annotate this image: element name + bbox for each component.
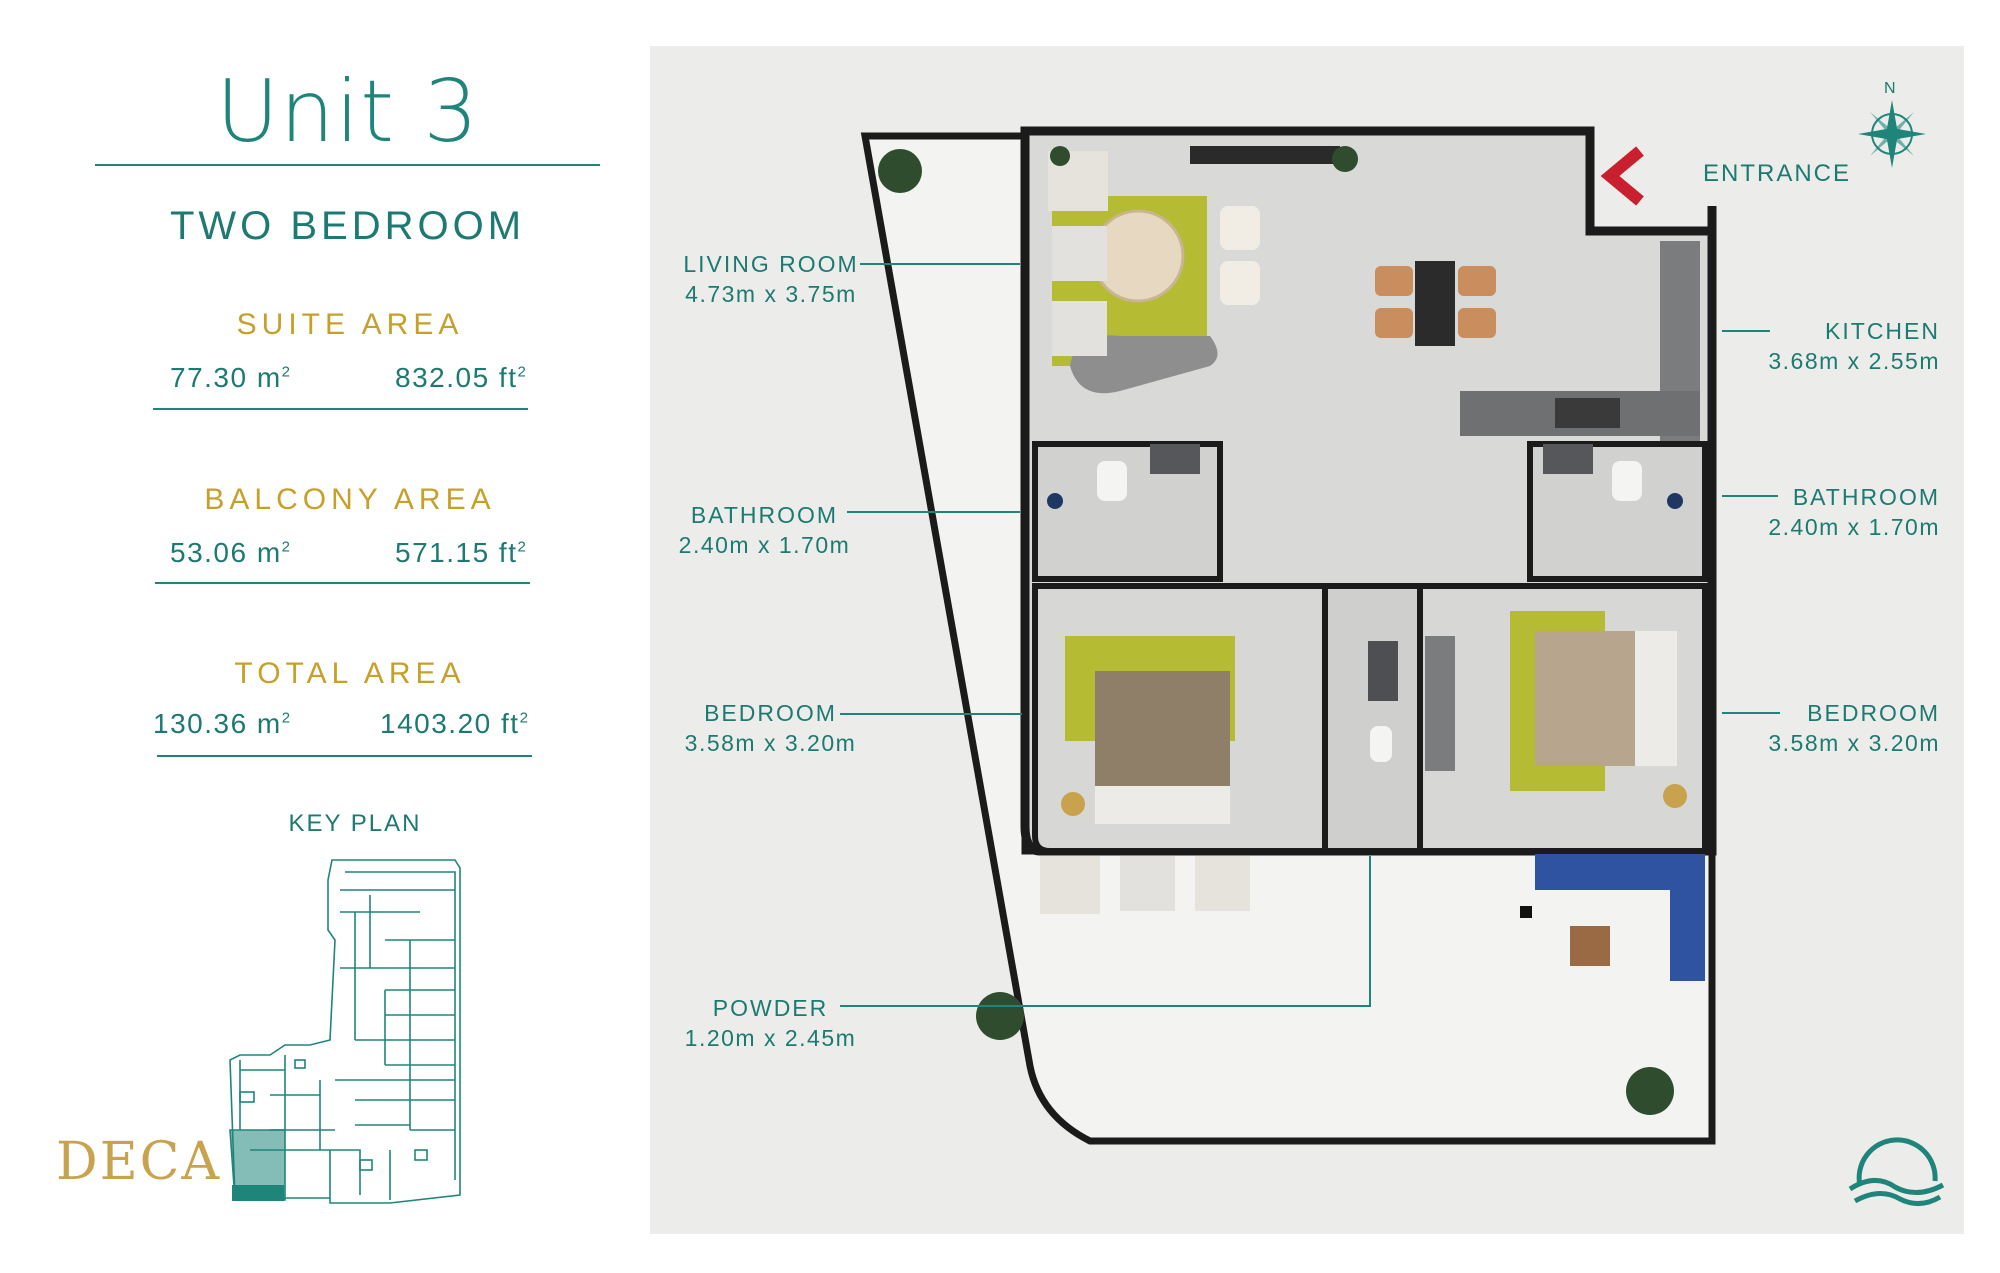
balcony-area-imperial: 571.15 ft2 (395, 537, 528, 568)
total-area-label: TOTAL AREA (234, 657, 466, 690)
key-plan-diagram (229, 859, 461, 1204)
balcony-area-divider (155, 582, 530, 584)
suite-area-imperial: 832.05 ft2 (395, 362, 528, 393)
compass-north-label: N (1884, 80, 1896, 97)
entrance-label: ENTRANCE (1703, 160, 1852, 187)
floor-plan-drawing (840, 100, 1945, 1206)
total-area-imperial: 1403.20 ft2 (380, 708, 530, 739)
compass-rose-icon (1858, 100, 1926, 168)
suite-area-divider (153, 408, 528, 410)
balcony-area-metric: 53.06 m2 (170, 537, 292, 568)
deca-logo: DECA (56, 1132, 221, 1192)
title-divider (95, 164, 600, 166)
total-area-metric: 130.36 m2 (153, 708, 292, 739)
unit-title: Unit 3 (215, 62, 480, 162)
wave-logo-icon (1848, 1137, 1945, 1206)
unit-type-subtitle: TWO BEDROOM (169, 204, 526, 248)
key-plan-label: KEY PLAN (288, 810, 422, 837)
balcony-area-label: BALCONY AREA (204, 483, 496, 516)
suite-area-metric: 77.30 m2 (170, 362, 292, 393)
suite-area-label: SUITE AREA (236, 308, 464, 341)
total-area-divider (157, 755, 532, 757)
